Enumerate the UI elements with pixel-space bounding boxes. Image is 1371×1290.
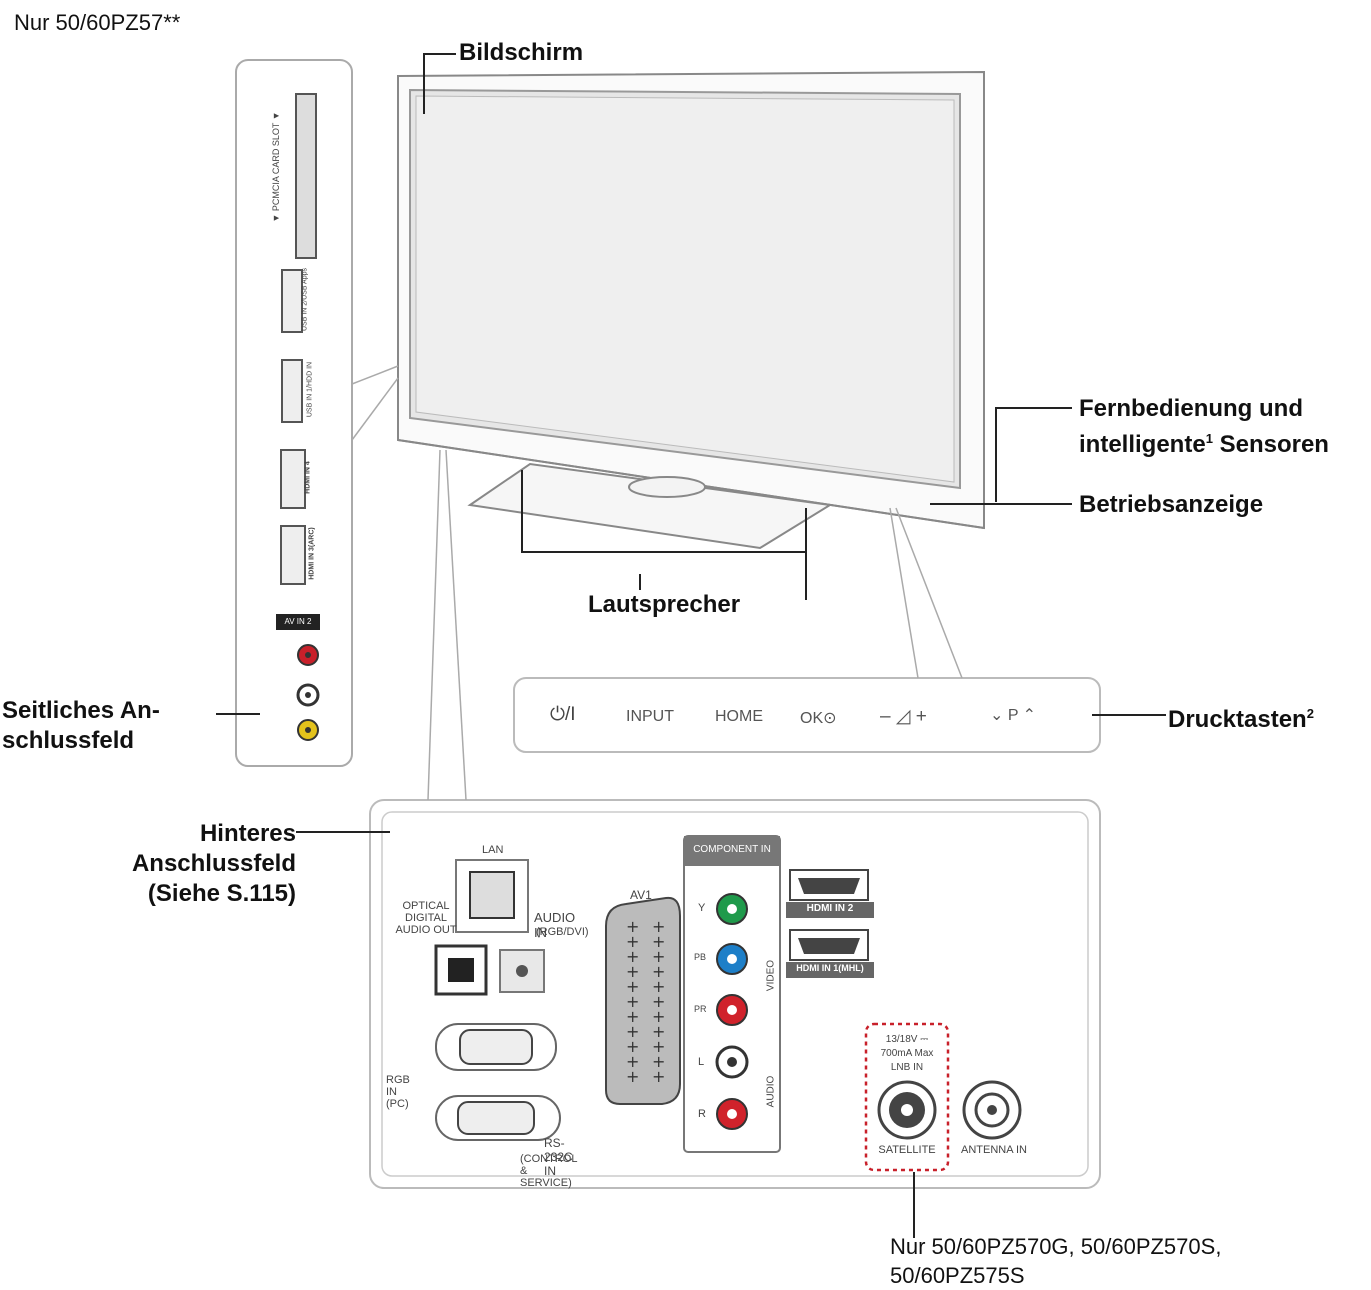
label-buttons: Drucktasten2 [1168, 706, 1314, 733]
hdmi-port-4 [280, 449, 306, 509]
label-rear-panel-line1: Hinteres [199, 820, 296, 847]
label-remote-sensor-line2: intelligente1 Sensoren [1079, 431, 1329, 458]
scart-pin: + [652, 1037, 665, 1056]
scart-pin: + [626, 1037, 639, 1056]
lnb-highlight [864, 1022, 950, 1172]
hdmi-port-3 [280, 525, 306, 585]
usb-port-2 [281, 269, 303, 333]
model-note: Nur 50/60PZ57** [14, 10, 181, 35]
scart-pin: + [652, 1052, 665, 1071]
scart-pin: + [652, 947, 665, 966]
scart-pin: + [626, 1067, 639, 1086]
pcmcia-label: ▼ PCMCIA CARD SLOT ▼ [271, 111, 281, 223]
footnote-line2: 50/60PZ575S [890, 1263, 1025, 1288]
tv-stand [467, 462, 833, 550]
label-rear-panel-line3: (Siehe S.115) [147, 880, 296, 907]
scart-pin: + [652, 1007, 665, 1026]
optical-label-3: AUDIO OUT [395, 924, 457, 936]
ok-button[interactable]: OK⊙ [800, 710, 837, 727]
scart-pin: + [652, 962, 665, 981]
audio-in-label-1: AUDIO IN [534, 910, 576, 940]
label-remote-sensor: Fernbedienung und intelligente1 Sensoren [1079, 394, 1329, 460]
scart-pin: + [652, 992, 665, 1011]
label-side-panel: Seitliches An- schlussfeld [2, 696, 160, 756]
footnote-models: Nur 50/60PZ570G, 50/60PZ570S, 50/60PZ575… [890, 1232, 1221, 1290]
rs232-label-2: (CONTROL & SERVICE) [520, 1153, 578, 1189]
lan-port [469, 871, 515, 919]
pb-label: PB [694, 952, 707, 962]
label-power-indicator: Betriebsanzeige [1079, 491, 1264, 518]
tv-stand-neck [628, 476, 706, 498]
connector-guide-lines [351, 365, 963, 801]
pr-label: PR [694, 1004, 707, 1014]
scart-pin: + [626, 917, 639, 936]
label-speaker: Lautsprecher [588, 591, 741, 618]
audio-label: AUDIO [765, 1075, 777, 1108]
hdmi3-label: HDMI IN 3(ARC) [308, 527, 316, 580]
tv-screen-inner [415, 95, 955, 483]
scart-pin: + [626, 1007, 639, 1026]
audio-in-label-2: (RGB/DVI) [536, 926, 589, 938]
scart-pin: + [626, 1052, 639, 1071]
side-panel-drawing [235, 59, 353, 767]
usb2-label: USB IN 2/USB Apps [301, 267, 309, 332]
leader-lines [216, 53, 1166, 1238]
input-button[interactable]: INPUT [626, 708, 674, 725]
y-label: Y [698, 902, 706, 914]
av1-label: AV1 [630, 888, 652, 902]
component-in-label: COMPONENT IN [693, 844, 771, 855]
scart-pin: + [626, 962, 639, 981]
volume-buttons[interactable]: – ◿ + [880, 706, 927, 727]
scart-port [605, 896, 681, 1105]
video-label: VIDEO [765, 959, 777, 992]
optical-label-2: DIGITAL [405, 912, 447, 924]
rs232-label-1: RS-232C IN [544, 1136, 573, 1178]
lan-label: LAN [482, 844, 504, 856]
av-in2-label: AV IN 2 [284, 617, 312, 626]
scart-pin: + [626, 992, 639, 1011]
optical-label-1: OPTICAL [402, 900, 450, 912]
scart-pin: + [652, 932, 665, 951]
hdmi-in2-label: HDMI IN 2 [806, 903, 854, 914]
label-screen: Bildschirm [459, 39, 584, 66]
usb1-label: USB IN 1/HDD IN [306, 361, 314, 418]
program-buttons[interactable]: ⌄ P ⌃ [990, 707, 1037, 724]
footnote-line1: Nur 50/60PZ570G, 50/60PZ570S, [890, 1234, 1222, 1259]
hdmi4-label: HDMI IN 4 [304, 461, 312, 494]
tv-front-view [397, 70, 985, 550]
scart-pin: + [652, 1067, 665, 1086]
scart-pin: + [626, 1022, 639, 1041]
control-button-bar: ⏻/I INPUT HOME OK⊙ – ◿ + ⌄ P ⌃ [514, 678, 1100, 752]
scart-pin: + [626, 947, 639, 966]
pcmcia-slot [295, 93, 317, 259]
antenna-label: ANTENNA IN [960, 1144, 1027, 1156]
scart-pin: + [652, 917, 665, 936]
power-button[interactable]: ⏻/I [550, 704, 576, 725]
label-remote-sensor-line1: Fernbedienung und [1079, 395, 1303, 422]
home-button[interactable]: HOME [715, 708, 763, 725]
lnb-label-3: LNB IN [890, 1062, 924, 1073]
satellite-label: SATELLITE [878, 1144, 936, 1156]
label-side-panel-line1: Seitliches An- [2, 697, 160, 724]
rgb-in-label: RGB IN (PC) [386, 1074, 410, 1110]
scart-pin: + [626, 977, 639, 996]
label-side-panel-line2: schlussfeld [2, 727, 135, 754]
r-label: R [698, 1108, 706, 1120]
label-rear-panel: Hinteres Anschlussfeld (Siehe S.115) [96, 819, 296, 909]
l-label: L [698, 1056, 705, 1068]
scart-pin: + [652, 1022, 665, 1041]
usb-port-1 [281, 359, 303, 423]
hdmi-in1-label: HDMI IN 1(MHL) [796, 963, 864, 973]
lnb-label-2: 700mA Max [880, 1048, 934, 1059]
scart-pin: + [626, 932, 639, 951]
label-rear-panel-line2: Anschlussfeld [131, 850, 296, 877]
lnb-label-1: 13/18V ⎓ [885, 1034, 929, 1045]
scart-pin: + [652, 977, 665, 996]
rear-panel-drawing [369, 799, 1101, 1189]
